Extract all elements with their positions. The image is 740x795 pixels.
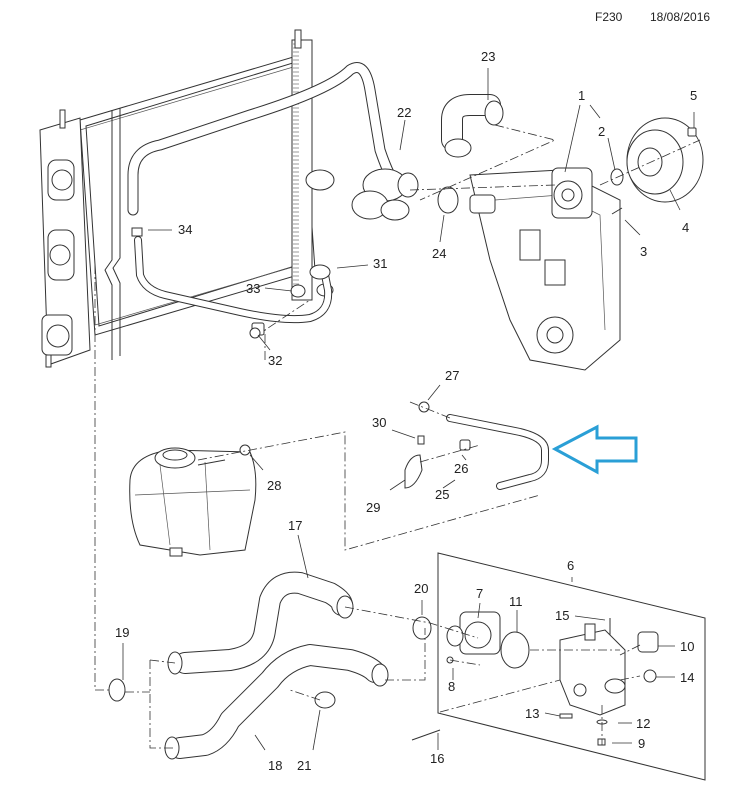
callout-13: 13 — [525, 706, 539, 721]
callout-1: 1 — [578, 88, 585, 103]
callout-8: 8 — [448, 679, 455, 694]
bolt-5-shape — [687, 127, 697, 137]
clamp-21-shape — [314, 691, 336, 709]
thermostat-housing-7 — [446, 611, 501, 655]
callout-7: 7 — [476, 586, 483, 601]
callout-29: 29 — [366, 500, 380, 515]
engine-front-cover — [469, 169, 621, 371]
callout-24: 24 — [432, 246, 446, 261]
bypass-hose — [131, 227, 333, 324]
callout-21: 21 — [297, 758, 311, 773]
sensor-14-shape — [643, 669, 657, 683]
callout-14: 14 — [680, 670, 694, 685]
leader-lines — [122, 68, 695, 751]
callout-11: 11 — [509, 594, 523, 609]
callout-labels: 1 2 3 4 5 6 7 8 9 10 11 12 13 14 15 16 1… — [115, 49, 697, 773]
callout-15: 15 — [555, 608, 569, 623]
callout-25: 25 — [435, 487, 449, 502]
callout-9: 9 — [638, 736, 645, 751]
highlight-arrow — [551, 424, 638, 475]
callout-30: 30 — [372, 415, 386, 430]
callout-5: 5 — [690, 88, 697, 103]
plug-13-shape — [559, 713, 573, 719]
callout-10: 10 — [680, 639, 694, 654]
figure-code: F230 — [595, 10, 623, 24]
clamp-20-shape — [412, 616, 432, 640]
pulley — [626, 117, 704, 203]
callout-22: 22 — [397, 105, 411, 120]
lower-hose-18 — [164, 644, 389, 760]
seal-11-shape — [500, 631, 530, 669]
bolt-16-shape — [411, 729, 441, 741]
water-pump — [551, 167, 593, 219]
callout-26: 26 — [454, 461, 468, 476]
callout-18: 18 — [268, 758, 282, 773]
callout-6: 6 — [567, 558, 574, 573]
fitting-32-shape — [249, 322, 265, 339]
kit-boundary-6 — [437, 552, 706, 781]
callout-4: 4 — [682, 220, 689, 235]
callout-23: 23 — [481, 49, 495, 64]
callout-20: 20 — [414, 581, 428, 596]
clamp-33-shape — [290, 284, 306, 298]
bracket-29-shape — [404, 454, 423, 489]
clamp-19-shape — [108, 678, 126, 702]
bolt-30-shape — [417, 435, 425, 445]
callout-12: 12 — [636, 716, 650, 731]
assembly-lines — [94, 124, 701, 749]
outlet-elbow — [441, 94, 504, 158]
callout-33: 33 — [246, 281, 260, 296]
clip-26-shape — [459, 439, 471, 451]
thermostat-housing-body — [559, 623, 626, 716]
callout-32: 32 — [268, 353, 282, 368]
callout-3: 3 — [640, 244, 647, 259]
figure-date: 18/08/2016 — [650, 10, 711, 24]
clamp-24-shape — [437, 186, 459, 214]
heater-pipe — [446, 414, 549, 490]
callout-27: 27 — [445, 368, 459, 383]
callout-34: 34 — [178, 222, 192, 237]
gasket-10-shape — [637, 631, 659, 653]
expansion-tank — [129, 447, 257, 557]
callout-17: 17 — [288, 518, 302, 533]
screw-9-shape — [597, 738, 606, 746]
clip-27-shape — [418, 401, 430, 413]
callout-19: 19 — [115, 625, 129, 640]
callout-28: 28 — [267, 478, 281, 493]
callout-16: 16 — [430, 751, 444, 766]
callout-2: 2 — [598, 124, 605, 139]
callout-31: 31 — [373, 256, 387, 271]
upper-radiator-hose — [127, 62, 419, 221]
